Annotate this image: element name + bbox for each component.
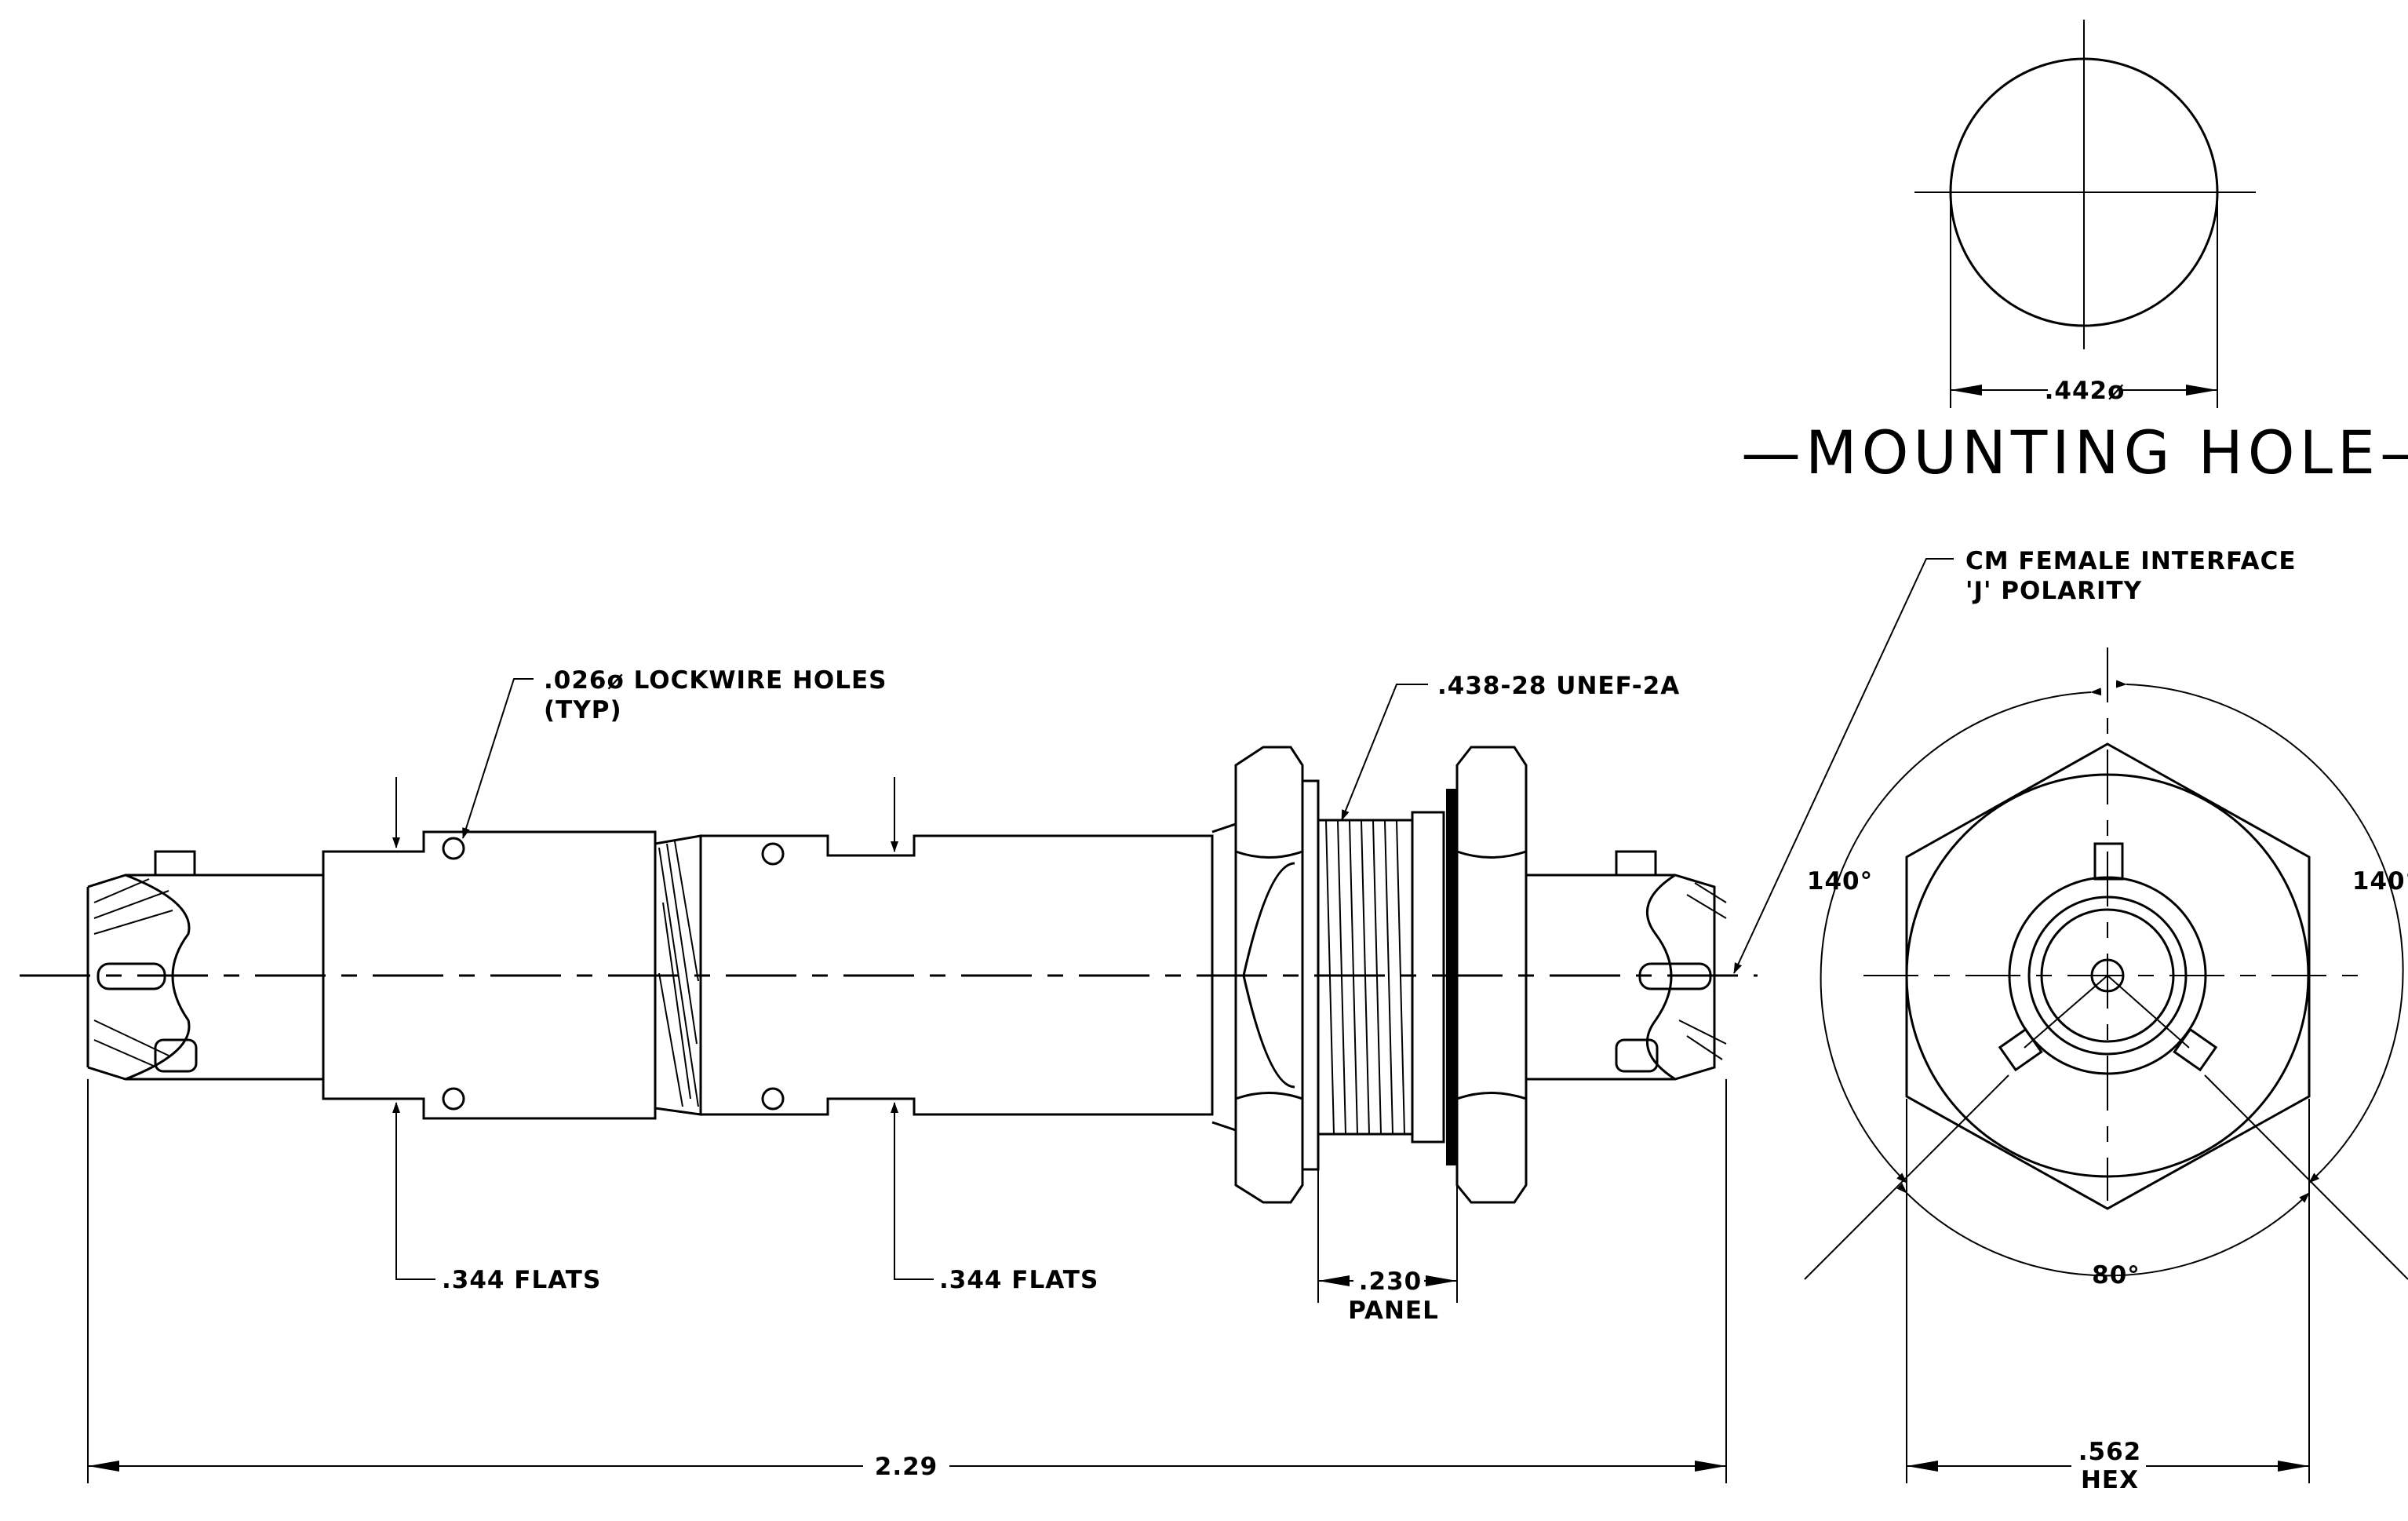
mounting-hole-title: —MOUNTING HOLE— [1741,418,2408,487]
lockwire-label: .026ø LOCKWIRE HOLES [544,666,887,695]
mounting-hole-view: .442ø —MOUNTING HOLE— [1741,20,2408,487]
interface-label-1: CM FEMALE INTERFACE [1965,547,2297,575]
angle-left: 140° [1807,867,1873,895]
lockwire-typ: (TYP) [544,696,622,724]
hex-dim: .562 [2078,1438,2142,1466]
angle-right: 140° [2352,867,2408,895]
angle-bottom: 80° [2092,1261,2140,1289]
hex-label: HEX [2081,1466,2139,1494]
connector-end-view: 140° 140° 80° CM FEMALE INTERFACE 'J' PO… [1733,547,2408,1494]
flats-right-label: .344 FLATS [939,1266,1098,1294]
flats-left-label: .344 FLATS [442,1266,601,1294]
thread-label: .438-28 UNEF-2A [1437,672,1680,700]
overall-length: 2.29 [875,1453,938,1481]
connector-side-view [20,746,1758,1204]
side-view-dimensions: .026ø LOCKWIRE HOLES (TYP) .438-28 UNEF-… [87,666,1727,1483]
mounting-hole-dia: .442ø [2045,377,2126,405]
panel-label: PANEL [1348,1297,1439,1325]
interface-label-2: 'J' POLARITY [1965,577,2142,605]
panel-dim: .230 [1359,1268,1423,1296]
